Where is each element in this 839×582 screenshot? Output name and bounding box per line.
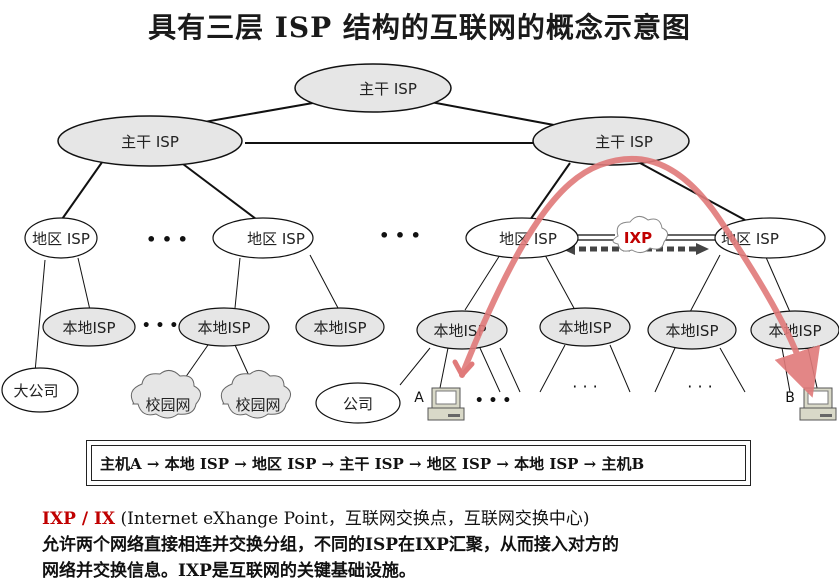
svg-text:本地ISP: 本地ISP — [434, 322, 487, 340]
tier-links — [59, 99, 746, 223]
host-a: A — [414, 387, 465, 421]
big-company: 大公司 — [1, 367, 79, 413]
regional-isp-1: 地区 ISP — [24, 217, 98, 259]
caption-line-1: IXP / IX (Internet eXhange Point，互联网交换点，… — [42, 504, 589, 529]
svg-text:公司: 公司 — [343, 395, 373, 413]
svg-text:B: B — [785, 390, 795, 406]
isp-diagram: 主干 ISP 主干 ISP 主干 ISP 地区 ISP 地区 ISP 地区 IS… — [1, 63, 839, 424]
ellipsis-6: · · · — [687, 377, 712, 396]
company: 公司 — [315, 382, 401, 424]
svg-text:校园网: 校园网 — [235, 396, 280, 414]
svg-text:校园网: 校园网 — [145, 396, 190, 414]
local-isp-6: 本地ISP — [647, 310, 737, 350]
svg-text:本地ISP: 本地ISP — [666, 322, 719, 340]
ellipsis-2: • • • — [379, 226, 421, 245]
route-arrow — [459, 155, 821, 398]
svg-text:本地ISP: 本地ISP — [198, 319, 251, 337]
computer-icon — [427, 387, 465, 421]
backbone-isp-left: 主干 ISP — [57, 115, 243, 167]
ellipsis-4: • • • — [475, 393, 512, 409]
local-isp-1: 本地ISP — [42, 307, 136, 347]
svg-text:主干 ISP: 主干 ISP — [595, 133, 653, 151]
regional-isp-4: 地区 ISP — [714, 217, 826, 259]
campus-network-2: 校园网 — [220, 370, 291, 419]
ixp-label: IXP — [624, 229, 652, 247]
ellipsis-1: • • • — [146, 230, 188, 249]
svg-text:本地ISP: 本地ISP — [63, 319, 116, 337]
svg-text:主干 ISP: 主干 ISP — [359, 80, 417, 98]
diagram-title: 具有三层 ISP 结构的互联网的概念示意图 — [148, 11, 691, 44]
local-isp-3: 本地ISP — [295, 307, 385, 347]
svg-text:本地ISP: 本地ISP — [559, 319, 612, 337]
svg-text:A: A — [414, 390, 424, 406]
caption-line-3: 网络并交换信息。IXP是互联网的关键基础设施。 — [42, 561, 416, 581]
ixp-term: IXP / IX — [42, 509, 116, 529]
backbone-isp-top: 主干 ISP — [294, 63, 452, 113]
svg-text:地区 ISP: 地区 ISP — [32, 230, 90, 248]
route-summary-box: 主机A → 本地 ISP → 地区 ISP → 主干 ISP → 地区 ISP … — [86, 440, 751, 486]
svg-text:本地ISP: 本地ISP — [314, 319, 367, 337]
host-b: B — [785, 387, 837, 421]
svg-text:本地ISP: 本地ISP — [769, 322, 822, 340]
caption-line-2: 允许两个网络直接相连并交换分组，不同的ISP在IXP汇聚，从而接入对方的 — [42, 535, 619, 555]
regional-isp-3: 地区 ISP — [465, 217, 579, 259]
ellipsis-5: · · · — [572, 377, 597, 396]
ixp-cloud: IXP — [612, 216, 668, 254]
svg-text:主干 ISP: 主干 ISP — [121, 133, 179, 151]
local-isp-4: 本地ISP — [416, 310, 508, 350]
local-isp-2: 本地ISP — [178, 307, 270, 347]
route-summary-text: 主机A → 本地 ISP → 地区 ISP → 主干 ISP → 地区 ISP … — [91, 445, 746, 481]
backbone-isp-right: 主干 ISP — [532, 116, 690, 166]
local-isp-5: 本地ISP — [539, 307, 631, 347]
ellipsis-3: • • • — [142, 318, 179, 334]
svg-text:地区 ISP: 地区 ISP — [247, 230, 305, 248]
campus-network-1: 校园网 — [130, 370, 201, 419]
ixp-definition: (Internet eXhange Point，互联网交换点，互联网交换中心) — [115, 509, 590, 529]
svg-text:大公司: 大公司 — [13, 382, 58, 400]
regional-isp-2: 地区 ISP — [212, 217, 314, 259]
computer-icon — [799, 387, 837, 421]
